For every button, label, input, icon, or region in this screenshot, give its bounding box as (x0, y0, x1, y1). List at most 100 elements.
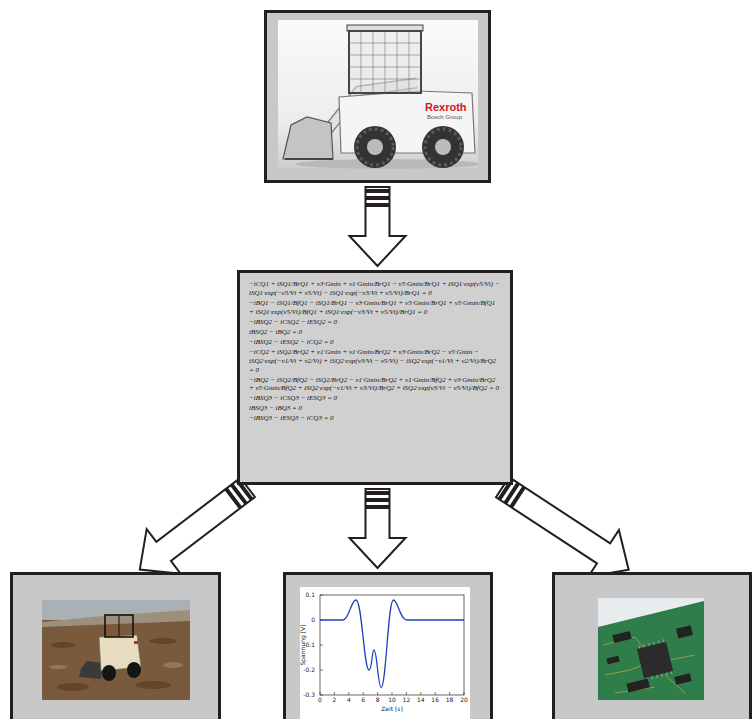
equation-text: −iBQ2 − iSQ2/BfQ2 − iSQ2/BrQ2 − v1·Gmin/… (249, 376, 501, 394)
wheel (354, 126, 396, 168)
brand-text: Rexroth (425, 101, 467, 113)
arrow-stripe (230, 483, 248, 505)
arrow-outline (349, 489, 405, 568)
bucket-edge (285, 158, 333, 160)
wheel (127, 662, 141, 678)
illustration-part (464, 692, 465, 695)
equation-text: iBSQ2 − iBQ2 = 0 (249, 328, 501, 337)
simulation-box (10, 572, 221, 719)
illustration-part (334, 692, 335, 695)
arrow-stripe (365, 491, 389, 495)
illustration-part (422, 126, 464, 168)
arrow-stripe (365, 505, 389, 509)
equation-text: −iBSQ2 − iCSQ2 − iESQ2 = 0 (249, 318, 501, 327)
plot-frame (320, 595, 464, 695)
illustration-part (354, 126, 396, 168)
plot-ground (300, 587, 470, 719)
cab-cage (105, 615, 133, 637)
block-arrow (496, 477, 629, 577)
arrow-stripe (365, 189, 389, 193)
tail-light (134, 641, 138, 644)
illustration-part (349, 43, 421, 44)
arrow-stripe (365, 196, 389, 200)
illustration-part (51, 642, 75, 648)
illustration-part (361, 31, 362, 93)
illustration-part (320, 645, 323, 646)
illustration-part (663, 639, 665, 642)
equation-text: iBSQ3 − iBQ3 = 0 (249, 404, 501, 413)
board-traces (603, 637, 695, 693)
illustration-part (626, 678, 650, 692)
illustration-part (648, 643, 650, 646)
illustration-part (409, 31, 410, 93)
illustration-part (320, 692, 321, 695)
axis-ticks (320, 595, 464, 695)
arrow-stripe (503, 482, 519, 504)
arrow-outline (349, 187, 405, 266)
illustration-part (671, 671, 673, 674)
illustration-part (425, 129, 461, 165)
processor-chip (636, 639, 674, 681)
illustration-part (670, 655, 695, 660)
illustration-part (606, 656, 619, 665)
illustration-part (349, 55, 421, 56)
wheel (102, 665, 116, 681)
brand-subtext: Bosch Group (427, 114, 462, 121)
illustration-part (661, 674, 663, 677)
illustration-part (639, 639, 672, 680)
illustration-part (320, 670, 323, 671)
equation-text: −iBSQ3 − iCSQ3 − iESQ3 = 0 (249, 394, 501, 403)
signal-curve (320, 600, 464, 688)
arrow-stripe (509, 486, 525, 508)
illustration-part (163, 662, 183, 668)
bucket (79, 661, 103, 679)
illustration-part (674, 673, 691, 685)
equation-text: −iCQ1 + iSQ1/BrQ1 + v3·Gmin + v1·Gmin/Br… (249, 280, 501, 298)
illustration-part (397, 31, 398, 93)
block-arrow (349, 489, 405, 568)
block-arrow (140, 478, 255, 574)
illustration-part (385, 31, 386, 93)
illustration-part (320, 695, 323, 696)
loader-photo (267, 13, 488, 180)
illustration-part (119, 615, 120, 637)
illustration-part (367, 139, 383, 155)
arrow-stripe (365, 498, 389, 502)
board (598, 601, 704, 700)
illustration-part (349, 67, 421, 68)
cage-mesh (349, 31, 421, 93)
ground (42, 600, 190, 700)
photo-ground (278, 20, 478, 168)
illustration-part (605, 665, 643, 675)
equation-text: −iBQ1 − iSQ1/BfQ1 − iSQ1/BrQ1 − v3·Gmin/… (249, 299, 501, 317)
signal-plot (286, 575, 490, 719)
cab-cage (349, 31, 421, 93)
illustration-part (435, 692, 436, 695)
source-photo-box: RexrothBosch Group (264, 10, 491, 183)
equation-text: −iCQ2 + iSQ2/BrQ2 + v1·Gmin + v1·Gmin/Br… (249, 348, 501, 375)
small-chips (606, 625, 693, 692)
equation-text: −iBSQ3 − iESQ3 − iCQ3 = 0 (249, 414, 501, 423)
illustration-part (658, 641, 660, 644)
illustration-part (392, 692, 393, 695)
illustration-part (449, 692, 450, 695)
illustration-part (676, 625, 693, 638)
illustration-part (637, 642, 673, 678)
plot-box (283, 572, 493, 719)
illustration-part (357, 129, 393, 165)
arrow-outline (140, 478, 255, 574)
simulation-render (13, 575, 218, 719)
illustration-part (377, 692, 378, 695)
illustration-part (420, 692, 421, 695)
illustration-part (666, 673, 668, 676)
illustration-part (135, 681, 171, 689)
illustration-part (435, 139, 451, 155)
illustration-part (49, 665, 67, 669)
illustration-part (57, 683, 89, 691)
illustration-part (320, 595, 323, 596)
illustration-part (349, 79, 421, 80)
arrow-outline (496, 477, 629, 577)
block-arrow (349, 187, 405, 266)
bucket (283, 117, 333, 159)
far-bank (42, 610, 190, 627)
